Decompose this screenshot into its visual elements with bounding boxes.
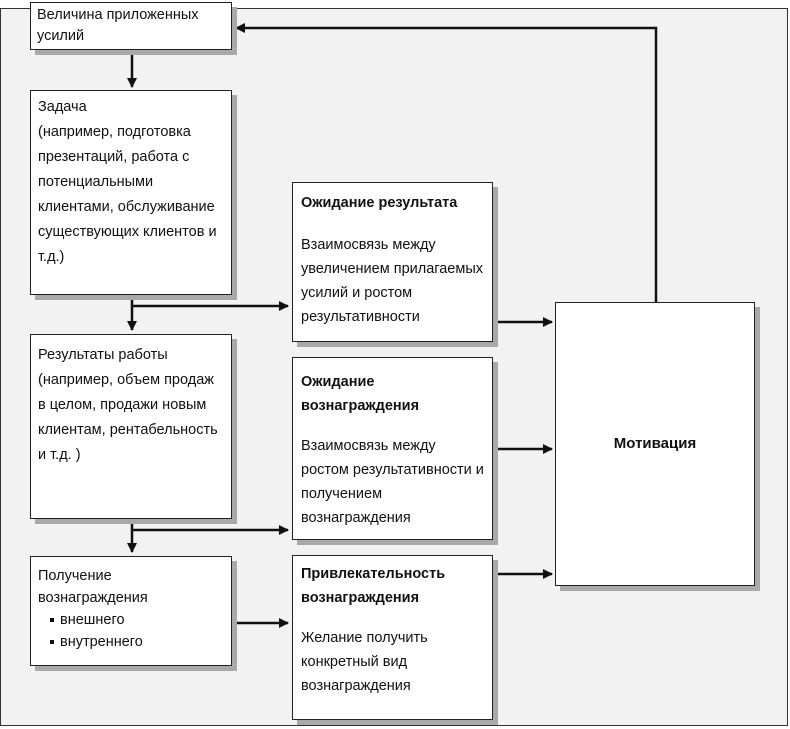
reward-item-label: внутреннего xyxy=(60,634,143,650)
expectancy-reward-title: Ожидание вознаграждения xyxy=(301,374,420,414)
rewards-box: Получение вознаграждения внешнего внутре… xyxy=(30,556,232,666)
rewards-title: Получение вознаграждения xyxy=(38,568,148,606)
valence-box: Привлекательность вознаграждения Желание… xyxy=(292,555,493,720)
reward-item-external: внешнего xyxy=(50,609,224,631)
results-title: Результаты работы xyxy=(38,347,168,363)
expectancy-result-box: Ожидание результата Взаимосвязь между ув… xyxy=(292,182,493,342)
reward-item-internal: внутреннего xyxy=(50,631,224,653)
effort-box: Величина приложенных усилий xyxy=(30,2,232,50)
effort-text: Величина приложенных усилий xyxy=(37,7,199,44)
motivation-label: Мотивация xyxy=(613,435,697,452)
expectancy-result-title: Ожидание результата xyxy=(301,195,458,211)
expectancy-reward-description: Взаимосвязь между ростом результативност… xyxy=(301,438,484,526)
task-title: Задача xyxy=(38,99,87,115)
bullet-icon xyxy=(50,618,54,622)
results-description: (например, объем продаж в целом, продажи… xyxy=(38,372,218,463)
reward-item-label: внешнего xyxy=(60,612,125,628)
motivation-box: Мотивация xyxy=(555,302,755,586)
expectancy-reward-box: Ожидание вознаграждения Взаимосвязь межд… xyxy=(292,357,493,540)
task-box: Задача (например, подготовка презентаций… xyxy=(30,90,232,295)
arrow-motivation-feedback-to-effort xyxy=(235,23,658,302)
task-description: (например, подготовка презентаций, работ… xyxy=(38,124,217,265)
valence-description: Желание получить конкретный вид вознагра… xyxy=(301,630,428,694)
expectancy-result-description: Взаимосвязь между увеличением прилагаемы… xyxy=(301,237,484,325)
valence-title: Привлекательность вознаграждения xyxy=(301,566,446,606)
bullet-icon xyxy=(50,640,54,644)
results-box: Результаты работы (например, объем прода… xyxy=(30,334,232,519)
